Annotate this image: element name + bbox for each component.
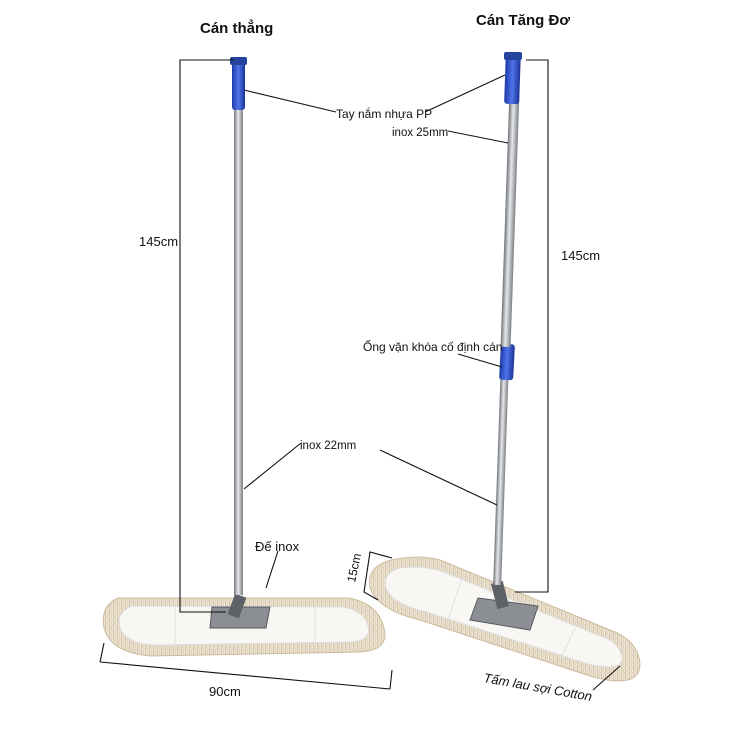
pole-right-lower <box>493 369 509 586</box>
grip-left <box>232 58 245 110</box>
label-height-left: 145cm <box>139 234 178 249</box>
label-width: 90cm <box>209 684 241 699</box>
label-height-right: 145cm <box>561 248 600 263</box>
pole-left <box>234 85 243 595</box>
joint-right <box>491 580 509 610</box>
title-left: Cán thẳng <box>200 19 273 37</box>
base-plate-right <box>469 597 539 631</box>
dimension-lines <box>99 59 549 690</box>
mop-adjustable <box>368 51 641 682</box>
grip-right <box>504 51 521 105</box>
leader-lines <box>243 74 621 691</box>
label-depth: 15cm <box>344 552 364 584</box>
mop-straight <box>102 57 386 657</box>
label-handle-grip: Tay nắm nhựa PP <box>336 106 432 121</box>
title-right: Cán Tăng Đơ <box>476 12 570 29</box>
joint-left <box>227 593 247 619</box>
label-lock-sleeve: Ống vặn khóa cố định cán <box>363 339 502 354</box>
label-pipe-upper: inox 25mm <box>392 127 448 139</box>
label-pad: Tấm lau sợi Cotton <box>482 670 593 704</box>
lock-sleeve <box>499 343 515 381</box>
label-base-plate: Đế inox <box>255 539 300 554</box>
label-pipe-lower: inox 22mm <box>300 440 356 452</box>
pole-right-upper <box>500 94 520 348</box>
